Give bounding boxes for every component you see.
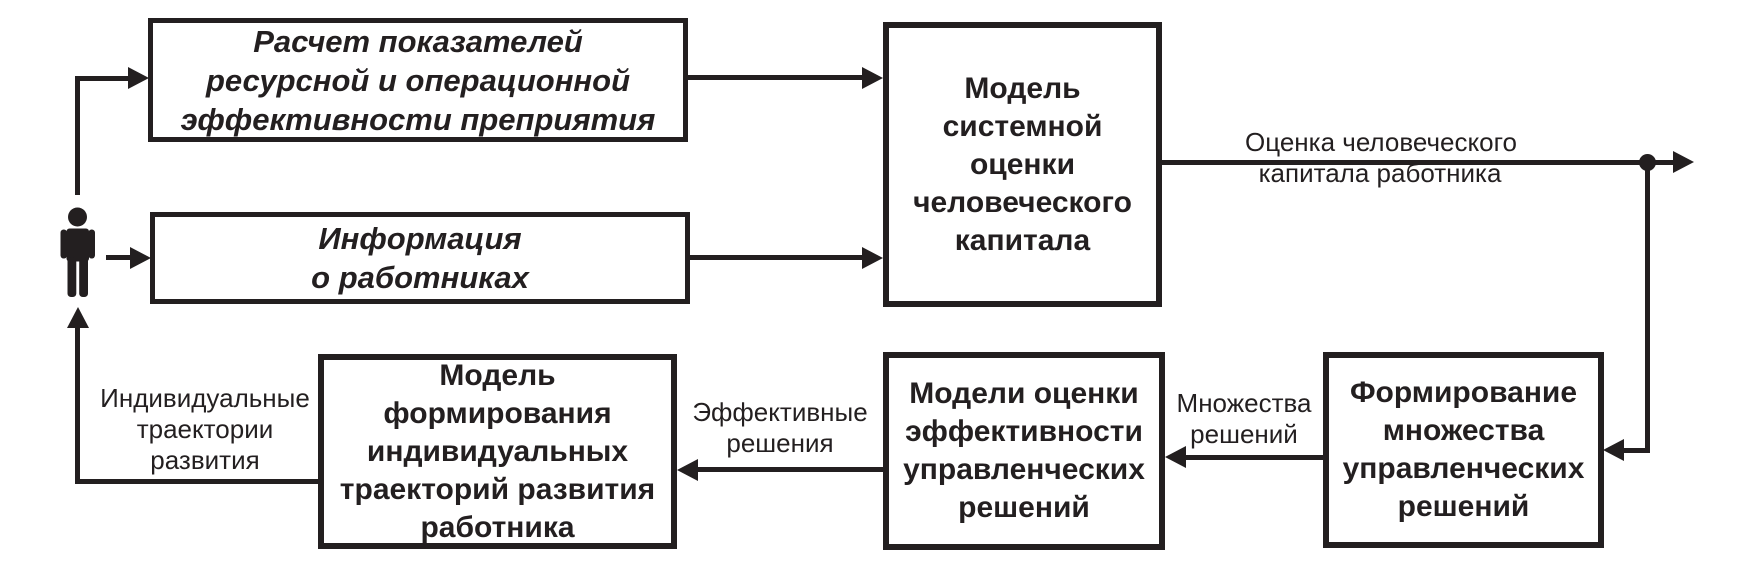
label-effective-decisions-line: Эффективные	[692, 397, 868, 427]
label-decision-sets: Множества решений	[1164, 388, 1324, 450]
box-indicators: Расчет показателей ресурсной и операцион…	[148, 18, 688, 142]
person-icon	[60, 207, 95, 297]
label-decision-sets-line: Множества	[1176, 388, 1312, 418]
connector-person-to-indicators-horizontal	[75, 76, 130, 81]
arrowhead-into-indicators-icon	[128, 67, 149, 89]
box-employee-info-line: Информация	[318, 221, 522, 256]
box-decision-set: Формирование множества управленческих ре…	[1323, 352, 1604, 548]
connector-feedback-horizontal	[75, 479, 318, 484]
label-hc-assessment-line: капитала работника	[1258, 158, 1502, 188]
label-individual-trajectories: Индивидуальные траектории развития	[90, 383, 320, 476]
box-trajectory-model: Модель формирования индивидуальных траек…	[318, 354, 677, 549]
connector-employee-info-to-assessment	[690, 255, 864, 260]
label-individual-trajectories-line: развития	[150, 445, 260, 475]
box-trajectory-model-line: Модель	[439, 358, 556, 392]
label-effective-decisions: Эффективные решения	[685, 397, 875, 459]
connector-eval-to-trajectory	[696, 467, 883, 472]
box-trajectory-model-line: работника	[420, 510, 575, 544]
box-assessment-model: Модель системной оценки человеческого ка…	[883, 22, 1162, 307]
box-trajectory-model-line: траекторий развития	[339, 472, 656, 506]
connector-feedback-vertical	[75, 326, 80, 484]
box-decision-set-line: управленческих	[1342, 452, 1585, 485]
connector-person-to-indicators-vertical	[75, 76, 80, 195]
label-effective-decisions-line: решения	[726, 428, 834, 458]
box-trajectory-model-line: индивидуальных	[366, 434, 629, 468]
box-assessment-model-line: оценки	[969, 147, 1076, 181]
box-indicators-line: ресурсной и операционной	[205, 62, 631, 98]
box-decision-set-line: решений	[1397, 490, 1530, 523]
connector-into-decision-set	[1621, 448, 1650, 453]
label-individual-trajectories-line: Индивидуальные	[100, 383, 310, 413]
arrowhead-into-employee-info-icon	[130, 247, 151, 269]
connector-assessment-output	[1162, 160, 1675, 165]
box-decision-eval: Модели оценки эффективности управленческ…	[883, 352, 1165, 550]
arrowhead-into-trajectory-icon	[677, 459, 698, 481]
arrowhead-into-decision-set-icon	[1603, 439, 1624, 461]
box-assessment-model-line: капитала	[954, 223, 1091, 257]
arrowhead-into-assessment-bottom-icon	[862, 247, 883, 269]
connector-output-down	[1645, 162, 1650, 450]
arrowhead-into-decision-eval-icon	[1165, 446, 1186, 468]
label-decision-sets-line: решений	[1190, 419, 1298, 449]
arrowhead-into-person-icon	[67, 307, 89, 328]
box-employee-info-line: о работниках	[311, 260, 529, 295]
arrowhead-output-right-icon	[1673, 151, 1694, 173]
connector-decision-set-to-eval	[1184, 455, 1323, 460]
connector-person-to-employee-info	[106, 255, 132, 260]
box-decision-eval-line: эффективности	[905, 415, 1143, 448]
label-hc-assessment: Оценка человеческого капитала работника	[1245, 127, 1517, 189]
box-trajectory-model-line: формирования	[383, 396, 612, 430]
box-indicators-line: эффективности преприятия	[180, 101, 656, 137]
box-assessment-model-line: системной	[942, 109, 1103, 143]
box-decision-set-line: Формирование	[1349, 376, 1578, 409]
box-decision-set-line: множества	[1382, 414, 1545, 447]
box-decision-eval-line: управленческих	[903, 453, 1145, 486]
box-assessment-model-line: человеческого	[913, 185, 1132, 219]
box-decision-eval-line: решений	[958, 491, 1090, 524]
arrowhead-into-assessment-top-icon	[862, 67, 883, 89]
label-hc-assessment-line: Оценка человеческого	[1245, 127, 1517, 157]
connector-indicators-to-assessment	[688, 75, 864, 80]
label-individual-trajectories-line: траектории	[136, 414, 274, 444]
box-assessment-model-line: Модель	[964, 71, 1081, 105]
box-decision-eval-line: Модели оценки	[909, 377, 1139, 410]
box-employee-info: Информация о работниках	[150, 212, 690, 304]
box-indicators-line: Расчет показателей	[253, 23, 583, 59]
